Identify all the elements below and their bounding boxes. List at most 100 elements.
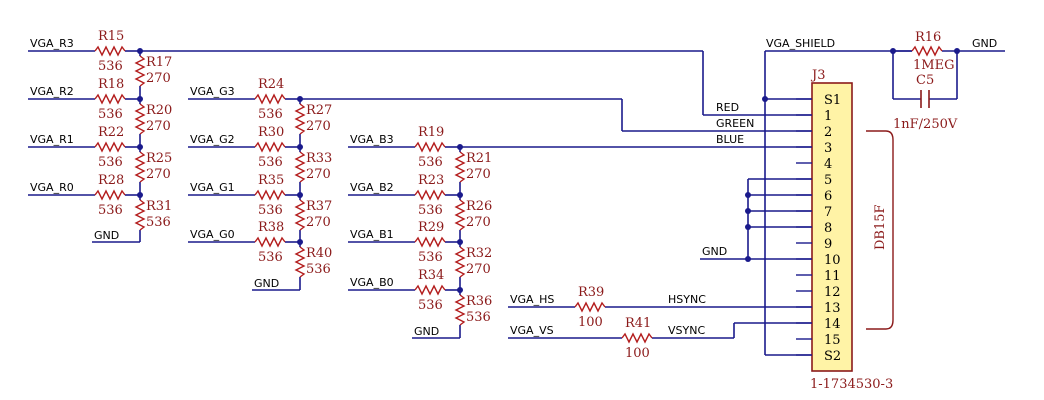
value-r30: 536 — [258, 155, 283, 170]
value-r20: 270 — [146, 119, 171, 134]
ref-r33: R33 — [306, 151, 332, 166]
connector-part-number: 1-1734530-3 — [810, 377, 893, 392]
net-label-gnd: GND — [94, 229, 119, 242]
signal-routing: RED GREEN BLUE VGA_HS VGA_VS HSYNC VSYNC… — [140, 37, 912, 361]
net-label-vsync: VSYNC — [668, 324, 705, 337]
ref-r23: R23 — [418, 173, 444, 188]
ref-r32: R32 — [466, 246, 492, 261]
r19-symbol — [414, 141, 446, 153]
value-r15: 536 — [98, 59, 123, 74]
connector-bracket — [866, 130, 894, 330]
green-ladder: VGA_G3 VGA_G2 VGA_G1 VGA_G0 GND R24 536 … — [188, 77, 332, 291]
shield-rc-network: R16 1MEG C5 1nF/250V GND — [890, 30, 1005, 132]
net-label-vga-r3: VGA_R3 — [30, 37, 74, 50]
r18-symbol — [94, 93, 126, 105]
net-label-vga-r1: VGA_R1 — [30, 133, 74, 146]
value-r23: 536 — [418, 203, 443, 218]
ref-r25: R25 — [146, 151, 172, 166]
value-r31: 536 — [146, 215, 171, 230]
ref-r27: R27 — [306, 103, 332, 118]
value-r40: 536 — [306, 262, 331, 277]
value-r34: 536 — [418, 298, 443, 313]
value-r32: 270 — [466, 262, 491, 277]
value-r24: 536 — [258, 107, 283, 122]
net-label-vga-b2: VGA_B2 — [350, 181, 394, 194]
value-r39: 100 — [578, 315, 603, 330]
red-ladder: VGA_R3 VGA_R2 VGA_R1 VGA_R0 GND R15 536 … — [28, 29, 172, 243]
value-r33: 270 — [306, 167, 331, 182]
connector-pin-label: 4 — [824, 157, 832, 172]
ref-r19: R19 — [418, 125, 444, 140]
net-label-blue: BLUE — [716, 133, 744, 146]
r34-symbol — [414, 284, 446, 296]
ref-r26: R26 — [466, 199, 492, 214]
r33-symbol — [294, 151, 306, 183]
value-r26: 270 — [466, 215, 491, 230]
r16-symbol — [911, 45, 943, 57]
net-label-vga-g0: VGA_G0 — [190, 228, 235, 241]
ref-r22: R22 — [98, 125, 124, 140]
net-label-gnd: GND — [702, 245, 727, 258]
net-label-gnd: GND — [254, 277, 279, 290]
value-r27: 270 — [306, 119, 331, 134]
ref-r21: R21 — [466, 151, 492, 166]
value-c5: 1nF/250V — [893, 117, 958, 132]
connector-pin-label: 2 — [824, 125, 832, 140]
connector-pin-label: S1 — [824, 93, 841, 108]
ref-r36: R36 — [466, 294, 492, 309]
net-label-green: GREEN — [716, 117, 754, 130]
connector-pin-label: 15 — [824, 333, 841, 348]
r27-symbol — [294, 103, 306, 135]
ref-r16: R16 — [915, 30, 941, 45]
ref-r30: R30 — [258, 125, 284, 140]
net-label-vga-g1: VGA_G1 — [190, 181, 235, 194]
connector-pin-label: 8 — [824, 221, 832, 236]
connector-pin-label: 1 — [824, 109, 832, 124]
value-r22: 536 — [98, 155, 123, 170]
connector-pin-label: 5 — [824, 173, 832, 188]
ref-r18: R18 — [98, 77, 124, 92]
ref-r35: R35 — [258, 173, 284, 188]
connector-body — [811, 82, 853, 372]
ref-r15: R15 — [98, 29, 124, 44]
value-r17: 270 — [146, 71, 171, 86]
value-r25: 270 — [146, 167, 171, 182]
net-label-gnd: GND — [414, 325, 439, 338]
value-r19: 536 — [418, 155, 443, 170]
connector-pin-label: 7 — [824, 205, 832, 220]
r36-symbol — [454, 294, 466, 326]
value-r28: 536 — [98, 203, 123, 218]
ref-r31: R31 — [146, 199, 172, 214]
r20-symbol — [134, 103, 146, 135]
connector-pin-label: 9 — [824, 237, 832, 252]
ref-r37: R37 — [306, 199, 332, 214]
ref-r40: R40 — [306, 246, 332, 261]
ref-r41: R41 — [625, 316, 651, 331]
blue-ladder: VGA_B3 VGA_B2 VGA_B1 VGA_B0 GND R19 536 … — [348, 125, 492, 339]
value-r36: 536 — [466, 310, 491, 325]
value-r18: 536 — [98, 107, 123, 122]
net-label-vga-r2: VGA_R2 — [30, 85, 74, 98]
r22-symbol — [94, 141, 126, 153]
net-label-vga-g3: VGA_G3 — [190, 85, 235, 98]
net-label-vga-r0: VGA_R0 — [30, 181, 74, 194]
connector-pin-label: 6 — [824, 189, 832, 204]
connector-pin-label: 14 — [824, 317, 841, 332]
ref-r28: R28 — [98, 173, 124, 188]
ref-r17: R17 — [146, 55, 172, 70]
value-r29: 536 — [418, 250, 443, 265]
r21-symbol — [454, 151, 466, 183]
ref-r24: R24 — [258, 77, 284, 92]
r17-symbol — [134, 55, 146, 87]
connector-type-label: DB15F — [873, 204, 888, 250]
net-label-vga-b1: VGA_B1 — [350, 228, 394, 241]
connector-j3: J3 1-1734530-3 DB15F S112345678910111213… — [796, 68, 894, 392]
ref-c5: C5 — [916, 73, 934, 88]
ref-r38: R38 — [258, 220, 284, 235]
net-label-red: RED — [716, 101, 739, 114]
value-r35: 536 — [258, 203, 283, 218]
connector-pin-label: 13 — [824, 301, 841, 316]
